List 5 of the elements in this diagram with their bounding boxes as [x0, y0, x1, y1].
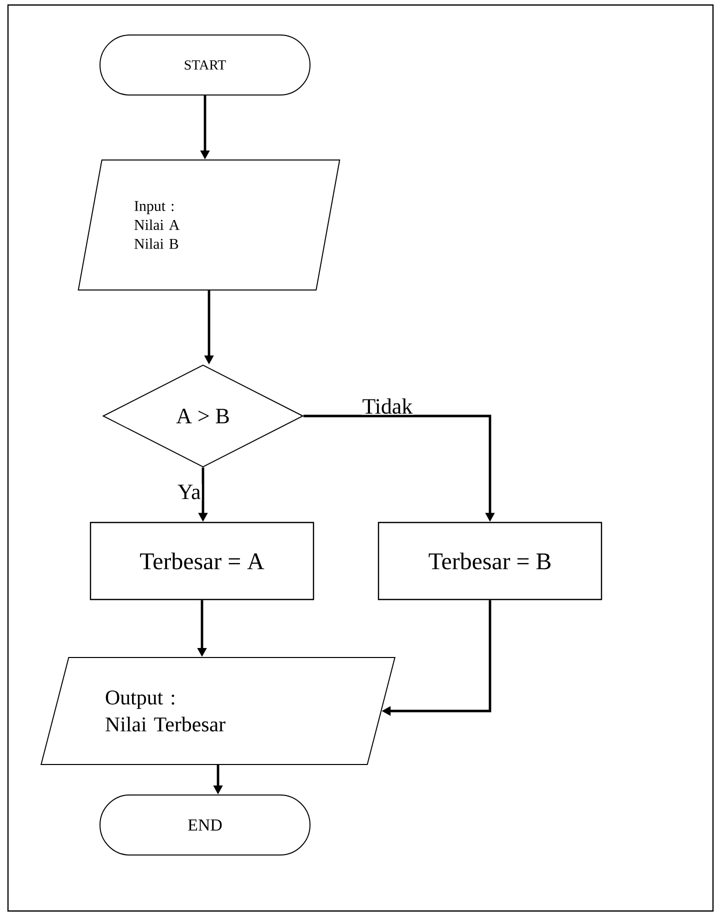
edge-label: Tidak [361, 397, 414, 415]
process-box: Terbesar = A [90, 522, 314, 600]
process-box: Terbesar = B [378, 522, 602, 600]
edge-label: Ya [176, 484, 202, 500]
data-parallelogram: Input : Nilai A Nilai B [78, 160, 340, 290]
